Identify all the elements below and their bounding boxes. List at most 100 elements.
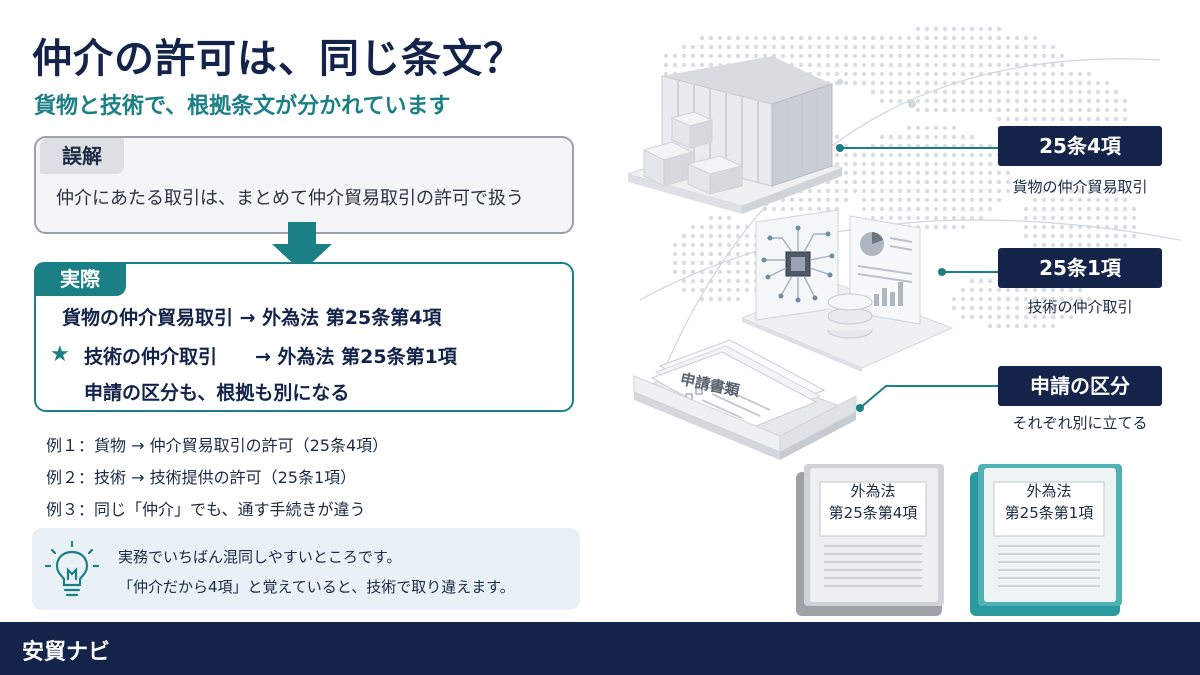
- map-dot: [1050, 197, 1056, 203]
- map-dot: [699, 44, 705, 50]
- map-dot: [987, 44, 993, 50]
- map-dot: [870, 170, 876, 176]
- map-dot: [942, 206, 948, 212]
- map-dot: [951, 35, 957, 41]
- map-dot: [1005, 179, 1011, 185]
- map-dot: [843, 170, 849, 176]
- map-dot: [924, 26, 930, 32]
- map-dot: [897, 62, 903, 68]
- map-dot: [1014, 53, 1020, 59]
- map-dot: [879, 170, 885, 176]
- map-dot: [1104, 215, 1110, 221]
- map-dot: [960, 188, 966, 194]
- map-dot: [1005, 314, 1011, 320]
- map-dot: [879, 161, 885, 167]
- map-dot: [960, 107, 966, 113]
- map-dot: [924, 125, 930, 131]
- map-dot: [1014, 107, 1020, 113]
- map-dot: [942, 179, 948, 185]
- map-dot: [762, 44, 768, 50]
- map-dot: [1023, 71, 1029, 77]
- map-dot: [915, 152, 921, 158]
- map-dot: [1050, 107, 1056, 113]
- map-dot: [942, 125, 948, 131]
- map-dot: [690, 287, 696, 293]
- map-dot: [978, 197, 984, 203]
- map-dot: [735, 44, 741, 50]
- map-dot: [1014, 44, 1020, 50]
- map-dot: [1113, 107, 1119, 113]
- map-dot: [915, 62, 921, 68]
- map-dot: [1041, 71, 1047, 77]
- map-dot: [978, 287, 984, 293]
- map-dot: [960, 179, 966, 185]
- map-dot: [780, 35, 786, 41]
- map-dot: [879, 197, 885, 203]
- map-dot: [987, 197, 993, 203]
- map-dot: [1041, 287, 1047, 293]
- map-dot: [924, 62, 930, 68]
- map-dot: [960, 305, 966, 311]
- map-dot: [1032, 35, 1038, 41]
- map-dot: [951, 125, 957, 131]
- map-dot: [996, 179, 1002, 185]
- map-dot: [726, 224, 732, 230]
- map-dot: [870, 152, 876, 158]
- map-dot: [717, 224, 723, 230]
- map-dot: [726, 269, 732, 275]
- map-dot: [1095, 116, 1101, 122]
- map-dot: [915, 125, 921, 131]
- book-right-law: 外為法: [1026, 482, 1072, 500]
- map-dot: [1068, 305, 1074, 311]
- map-dot: [870, 35, 876, 41]
- map-dot: [843, 152, 849, 158]
- map-dot: [708, 269, 714, 275]
- map-dot: [978, 161, 984, 167]
- map-dot: [807, 35, 813, 41]
- map-dot: [969, 179, 975, 185]
- tip-line-1: 実務でいちばん混同しやすいところです。: [118, 548, 402, 566]
- map-dot: [1104, 89, 1110, 95]
- map-dot: [1014, 305, 1020, 311]
- map-dot: [960, 314, 966, 320]
- application-documents-tray: [632, 339, 858, 460]
- map-dot: [1014, 71, 1020, 77]
- map-dot: [681, 287, 687, 293]
- map-dot: [789, 35, 795, 41]
- map-dot: [915, 80, 921, 86]
- map-dot: [1032, 44, 1038, 50]
- map-dot: [897, 197, 903, 203]
- map-dot: [996, 44, 1002, 50]
- map-dot: [726, 35, 732, 41]
- map-dot: [987, 107, 993, 113]
- map-dot: [978, 305, 984, 311]
- map-dot: [888, 215, 894, 221]
- map-dot: [1095, 197, 1101, 203]
- map-dot: [744, 233, 750, 239]
- map-dot: [1050, 62, 1056, 68]
- map-dot: [681, 260, 687, 266]
- map-dot: [987, 323, 993, 329]
- map-dot: [1032, 224, 1038, 230]
- map-dot: [942, 134, 948, 140]
- map-dot: [735, 269, 741, 275]
- map-dot: [1104, 242, 1110, 248]
- map-dot: [1059, 197, 1065, 203]
- map-dot: [1041, 188, 1047, 194]
- map-dot: [1113, 215, 1119, 221]
- page-title: 仲介の許可は、同じ条文？: [32, 36, 524, 82]
- map-dot: [852, 71, 858, 77]
- map-dot: [1086, 116, 1092, 122]
- map-dot: [807, 188, 813, 194]
- map-dot: [897, 206, 903, 212]
- map-dot: [744, 287, 750, 293]
- map-dot: [735, 296, 741, 302]
- map-dot: [960, 287, 966, 293]
- map-dot: [987, 188, 993, 194]
- map-dot: [717, 242, 723, 248]
- map-dot: [996, 305, 1002, 311]
- map-dot: [888, 188, 894, 194]
- map-dot: [969, 296, 975, 302]
- map-dot: [1095, 188, 1101, 194]
- map-dot: [897, 188, 903, 194]
